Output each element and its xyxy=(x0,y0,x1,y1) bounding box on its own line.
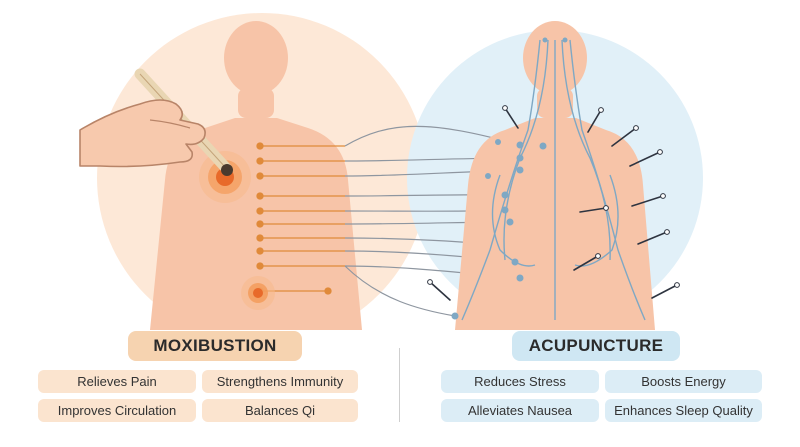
acupoints xyxy=(451,37,568,320)
moxibustion-title: MOXIBUSTION xyxy=(128,331,302,361)
needle-heads xyxy=(427,105,680,288)
heat-glow-icon xyxy=(199,151,275,310)
moxibustion-benefit: Improves Circulation xyxy=(38,399,196,422)
acupuncture-benefit: Alleviates Nausea xyxy=(441,399,599,422)
section-divider xyxy=(399,348,400,422)
moxibustion-connectors xyxy=(256,142,345,295)
acupuncture-needle-icon xyxy=(429,107,678,301)
hand-icon xyxy=(79,99,206,168)
moxibustion-benefit: Strengthens Immunity xyxy=(202,370,358,393)
acupuncture-benefit: Enhances Sleep Quality xyxy=(605,399,762,422)
acupuncture-title: ACUPUNCTURE xyxy=(512,331,680,361)
acupuncture-benefit: Reduces Stress xyxy=(441,370,599,393)
meridian-lines xyxy=(461,39,646,321)
illustration xyxy=(79,13,703,330)
moxibustion-benefit: Balances Qi xyxy=(202,399,358,422)
moxibustion-benefit: Relieves Pain xyxy=(38,370,196,393)
acupuncture-benefit: Boosts Energy xyxy=(605,370,762,393)
